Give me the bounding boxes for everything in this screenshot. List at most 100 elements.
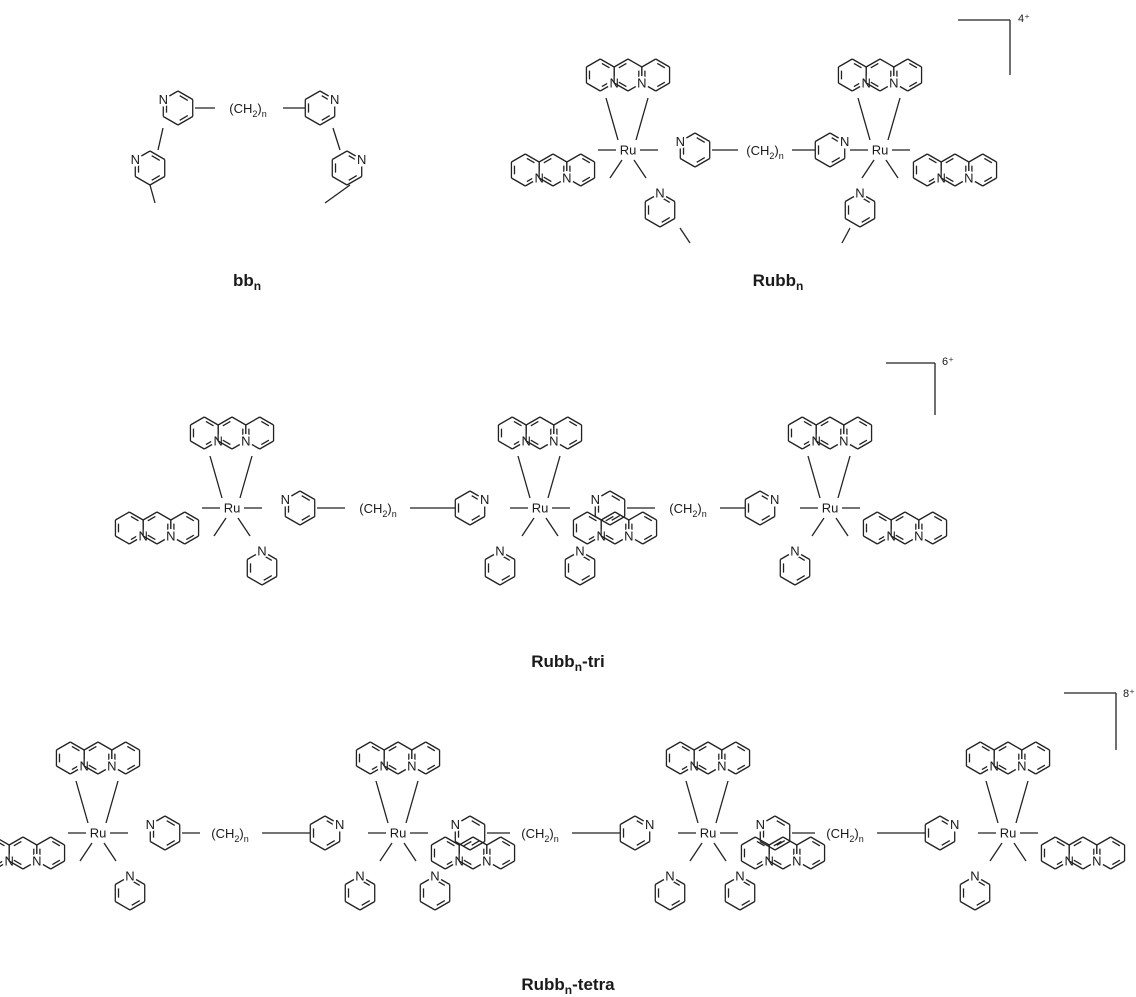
ring-bond (356, 765, 371, 775)
ring-bond (613, 58, 629, 68)
ring-bond (538, 153, 554, 163)
methylene-linker-label: (CH2)n (826, 826, 863, 844)
pyridine-ring-a: N (156, 90, 194, 126)
double-bond (222, 439, 231, 446)
bond (332, 127, 341, 151)
phen-center-ring (865, 58, 895, 92)
charge-bracket-rubbn: 4⁺ (958, 13, 1030, 75)
nitrogen-label: N (889, 76, 898, 91)
bpy-ring: N (814, 132, 852, 168)
pyridine-ring: N (959, 869, 991, 911)
ring-bond (142, 535, 158, 545)
charge-label-rubbn-tetra: 8⁺ (1123, 688, 1135, 700)
double-bond (934, 534, 943, 541)
ring-bond (924, 815, 941, 826)
double-bond (147, 515, 156, 522)
ring-bond (299, 490, 316, 501)
bpy-ring: N (644, 186, 676, 228)
nitrogen-label: N (407, 759, 416, 774)
double-bond (984, 157, 993, 164)
phen-outer-ring: N (862, 511, 899, 545)
ring-bond (838, 58, 853, 68)
double-bond (13, 840, 22, 847)
ru-n-bond (403, 842, 417, 862)
ring-bond (259, 416, 274, 426)
ring-bond (231, 416, 247, 426)
double-bond (88, 764, 97, 771)
ru-n-bond (79, 842, 93, 862)
n-mask (788, 544, 802, 558)
nitrogen-label: N (430, 869, 439, 884)
nitrogen-label: N (624, 529, 633, 544)
double-bond (773, 859, 782, 866)
ring-bond (36, 836, 52, 846)
double-bond (127, 764, 136, 771)
phen-outer-ring: N (430, 836, 467, 870)
ru-n-bond (689, 842, 703, 862)
ring-bond (454, 840, 471, 851)
ring-bond (918, 511, 934, 521)
ring-bond (149, 175, 166, 186)
methylene-linker-label: (CH2)n (669, 501, 706, 519)
ring-bond (184, 511, 199, 521)
ring-bond (954, 153, 970, 163)
nitrogen-label: N (549, 434, 558, 449)
ring-bond (162, 115, 179, 126)
double-bond (326, 840, 336, 846)
n-mask (673, 134, 688, 149)
double-bond (1073, 859, 1082, 866)
double-bond (831, 157, 841, 163)
double-bond (1056, 840, 1065, 847)
ring-bond (859, 217, 876, 228)
ring-bond (538, 177, 554, 187)
ring-bond (125, 741, 140, 751)
ring-bond (1041, 836, 1056, 846)
ring-bond (245, 416, 261, 426)
ring-bond (177, 90, 194, 101)
bond (157, 127, 164, 151)
ring-bond (940, 153, 956, 163)
ring-bond (83, 741, 99, 751)
ring-bond (642, 511, 657, 521)
n-mask (642, 817, 657, 832)
ring-bond (814, 132, 831, 143)
pyridine-ring: N (588, 490, 626, 526)
ring-bond (619, 815, 636, 826)
ring-bond (644, 217, 661, 228)
phen-outer-ring: N (634, 58, 671, 92)
double-bond (471, 840, 481, 846)
pyridine-ring: N (779, 544, 811, 586)
n-mask (327, 92, 342, 107)
ring-bond (594, 515, 611, 526)
ru-n-bond (209, 455, 223, 499)
ring-bond (579, 575, 596, 586)
double-bond (773, 840, 782, 847)
phen-outer-ring: N (29, 836, 66, 870)
nitrogen-label: N (107, 759, 116, 774)
double-bond (998, 764, 1007, 771)
ring-bond (331, 175, 348, 186)
pyridine-ring: N (564, 544, 596, 586)
nitrogen-label: N (451, 817, 460, 832)
ring-bond (940, 177, 956, 187)
ring-bond (567, 416, 582, 426)
ring-bond (190, 416, 205, 426)
ring-bond (694, 157, 711, 168)
double-bond (945, 157, 954, 164)
n-mask (493, 544, 507, 558)
nitrogen-label: N (840, 134, 849, 149)
ring-bond (666, 765, 681, 775)
pyridine-ring: N (278, 490, 316, 526)
double-bond (502, 840, 511, 847)
n-mask (753, 817, 768, 832)
ring-bond (114, 900, 131, 911)
double-bond (581, 575, 591, 581)
double-bond (543, 157, 552, 164)
